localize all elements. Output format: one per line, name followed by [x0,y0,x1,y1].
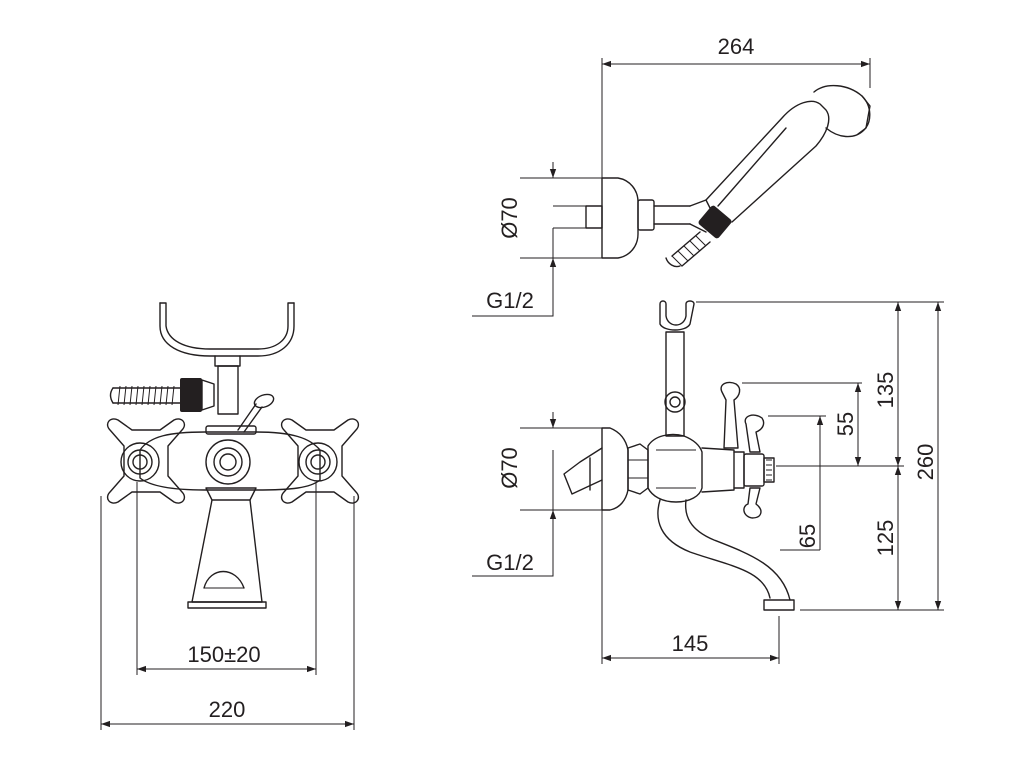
dimension-top-diameter: Ø70 [497,162,602,274]
thread-leader-side: G1/2 [472,490,554,577]
dimension-label-125: 125 [873,520,898,557]
dimension-label-diameter-side: Ø70 [497,447,522,489]
dimension-center-distance: 150±20 [136,482,317,675]
top-view: 264 Ø70 G1/2 [472,34,871,317]
left-cross-handle [106,418,186,504]
dimension-label-55: 55 [833,412,858,436]
shower-cradle [159,302,295,415]
side-hex-nut [627,443,649,495]
side-riser [659,300,695,437]
side-body [647,433,775,503]
dimension-label-260: 260 [913,444,938,481]
front-view: 150±20 220 [100,302,360,730]
thread-label-side: G1/2 [486,550,534,575]
dimension-label-diameter-top: Ø70 [497,197,522,239]
spout-front [187,499,267,609]
hand-shower [665,85,871,268]
dimension-upper-height: 135 [873,302,902,466]
shower-hose [109,378,215,412]
dimension-label-145: 145 [672,631,709,656]
dimension-lower-height: 125 [873,466,902,610]
dimension-handle-offset-top: 55 [833,383,862,466]
dimension-label-220: 220 [209,697,246,722]
side-spout [657,499,795,611]
side-wall-flange [563,427,629,511]
dimension-handle-offset-bottom: 65 [780,416,824,551]
dimension-label-135: 135 [873,372,898,409]
thread-leader-top: G1/2 [472,228,554,317]
top-wall-flange [585,177,639,259]
dimension-label-65: 65 [795,524,820,548]
dimension-total-width: 220 [100,496,355,730]
dimension-label-150: 150±20 [187,642,260,667]
dimension-spout-reach: 145 [601,510,780,664]
thread-label-top: G1/2 [486,288,534,313]
top-connector [637,199,713,233]
side-view: Ø70 G1/2 145 55 65 [472,300,944,664]
mixer-body [139,425,321,501]
dimension-total-height: 260 [913,302,942,610]
dimension-side-diameter: Ø70 [497,412,602,526]
dimension-top-length: 264 [601,34,871,178]
dimension-label-264: 264 [718,34,755,59]
center-knob [205,439,251,485]
side-handles [720,381,765,519]
right-cross-handle [280,418,360,504]
